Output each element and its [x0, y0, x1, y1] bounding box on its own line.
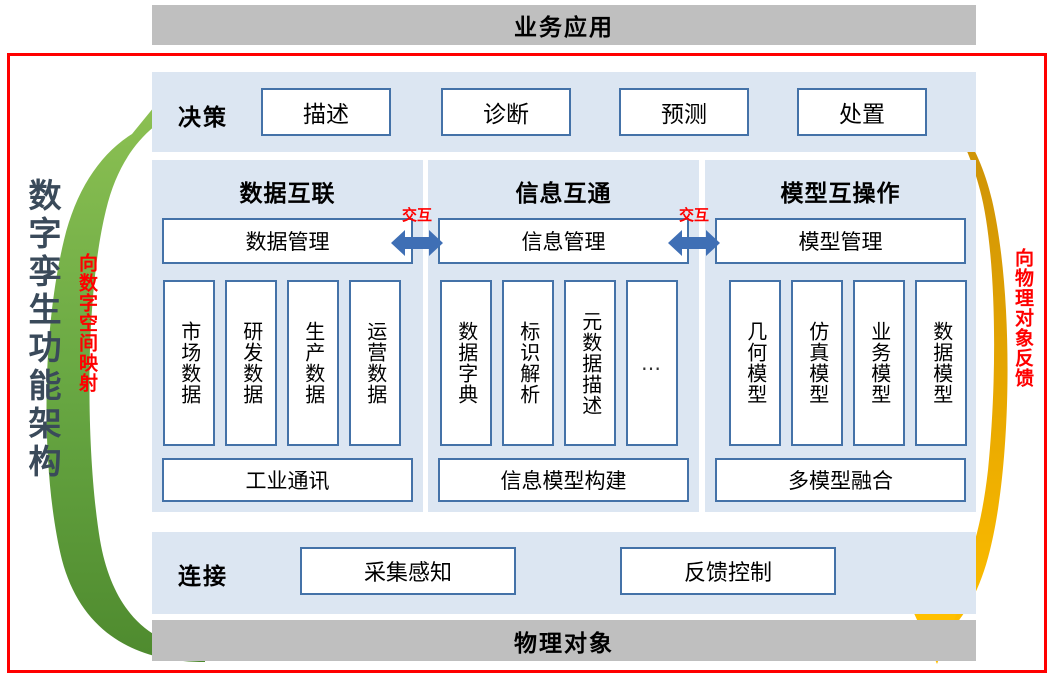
item-label: 数据模型	[929, 321, 954, 405]
interaction-label: 交互	[401, 206, 432, 224]
architecture-frame	[7, 53, 1047, 673]
item-more-ellipsis[interactable]: …	[626, 280, 678, 446]
double-arrow-horizontal-icon	[391, 230, 443, 256]
data-management-box[interactable]: 数据管理	[162, 218, 413, 264]
item-operation-data[interactable]: 运营数据	[349, 280, 401, 446]
acquisition-sensing-box[interactable]: 采集感知	[300, 547, 516, 595]
model-management-box[interactable]: 模型管理	[715, 218, 966, 264]
item-label: 仿真模型	[805, 321, 830, 405]
double-arrow-horizontal-icon	[668, 230, 720, 256]
item-production-data[interactable]: 生产数据	[287, 280, 339, 446]
item-business-model[interactable]: 业务模型	[853, 280, 905, 446]
item-rd-data[interactable]: 研发数据	[225, 280, 277, 446]
item-identity-resolution[interactable]: 标识解析	[502, 280, 554, 446]
connection-row-label: 连接	[178, 564, 228, 590]
item-metadata-description[interactable]: 元数据描述	[564, 280, 616, 446]
decision-item-predict[interactable]: 预测	[619, 88, 749, 136]
item-geometric-model[interactable]: 几何模型	[729, 280, 781, 446]
interaction-connector-1: 交互	[389, 206, 445, 266]
ellipsis-icon: …	[641, 351, 663, 375]
information-model-construction-box[interactable]: 信息模型构建	[438, 458, 689, 502]
decision-row-label: 决策	[178, 105, 228, 131]
item-label: 元数据描述	[578, 310, 603, 416]
item-label: 研发数据	[239, 321, 264, 405]
item-simulation-model[interactable]: 仿真模型	[791, 280, 843, 446]
feedback-control-box[interactable]: 反馈控制	[620, 547, 836, 595]
feedback-direction-label: 向物理对象反馈	[1012, 248, 1034, 388]
item-market-data[interactable]: 市场数据	[163, 280, 215, 446]
column-1-header: 数据互联	[239, 181, 336, 207]
column-3-header: 模型互操作	[780, 181, 901, 207]
item-label: 生产数据	[301, 321, 326, 405]
item-label: 标识解析	[516, 321, 541, 405]
item-label: 运营数据	[363, 321, 388, 405]
multi-model-fusion-box[interactable]: 多模型融合	[715, 458, 966, 502]
item-label: 几何模型	[743, 321, 768, 405]
interaction-label: 交互	[678, 206, 709, 224]
page-title: 数字孪生功能架构	[23, 178, 62, 482]
decision-item-describe[interactable]: 描述	[261, 88, 391, 136]
item-data-model[interactable]: 数据模型	[915, 280, 967, 446]
mapping-direction-label: 向数字空间映射	[76, 253, 98, 393]
connection-panel	[152, 532, 976, 614]
industrial-communication-box[interactable]: 工业通讯	[162, 458, 413, 502]
decision-item-diagnose[interactable]: 诊断	[441, 88, 571, 136]
interaction-connector-2: 交互	[666, 206, 722, 266]
item-label: 数据字典	[454, 321, 479, 405]
item-data-dictionary[interactable]: 数据字典	[440, 280, 492, 446]
item-label: 市场数据	[177, 321, 202, 405]
column-2-header: 信息互通	[515, 181, 612, 207]
business-application-bar: 业务应用	[152, 5, 976, 45]
item-label: 业务模型	[867, 321, 892, 405]
physical-object-bar: 物理对象	[152, 620, 976, 661]
decision-item-dispose[interactable]: 处置	[797, 88, 927, 136]
information-management-box[interactable]: 信息管理	[438, 218, 689, 264]
